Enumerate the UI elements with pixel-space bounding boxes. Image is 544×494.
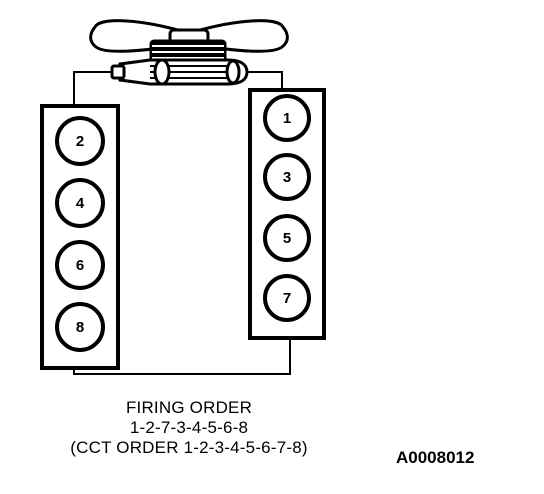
cylinder-label: 2 <box>76 133 84 150</box>
cylinder-6: 6 <box>55 240 105 290</box>
cylinder-5: 5 <box>263 214 311 262</box>
cylinder-4: 4 <box>55 178 105 228</box>
cylinder-label: 7 <box>283 290 291 307</box>
cylinder-7: 7 <box>263 274 311 322</box>
figure-id: A0008012 <box>396 448 475 467</box>
firing-order-sequence: 1-2-7-3-4-5-6-8 <box>129 418 249 437</box>
cylinder-1: 1 <box>263 94 311 142</box>
cylinder-3: 3 <box>263 153 311 201</box>
cylinder-label: 5 <box>283 230 291 247</box>
firing-order-title: FIRING ORDER <box>125 398 253 417</box>
engine-block-outline <box>73 71 291 375</box>
cylinder-8: 8 <box>55 302 105 352</box>
right-bank: 1 3 5 7 <box>248 88 326 340</box>
cylinder-2: 2 <box>55 116 105 166</box>
cylinder-label: 4 <box>76 195 85 212</box>
left-bank: 2 4 6 8 <box>40 104 120 370</box>
cylinder-label: 1 <box>283 110 291 127</box>
cylinder-label: 8 <box>76 319 84 336</box>
cylinder-label: 6 <box>76 257 84 274</box>
cylinder-label: 3 <box>283 169 291 186</box>
distributor-icon <box>110 58 249 86</box>
cct-order: (CCT ORDER 1-2-3-4-5-6-7-8) <box>70 438 308 457</box>
